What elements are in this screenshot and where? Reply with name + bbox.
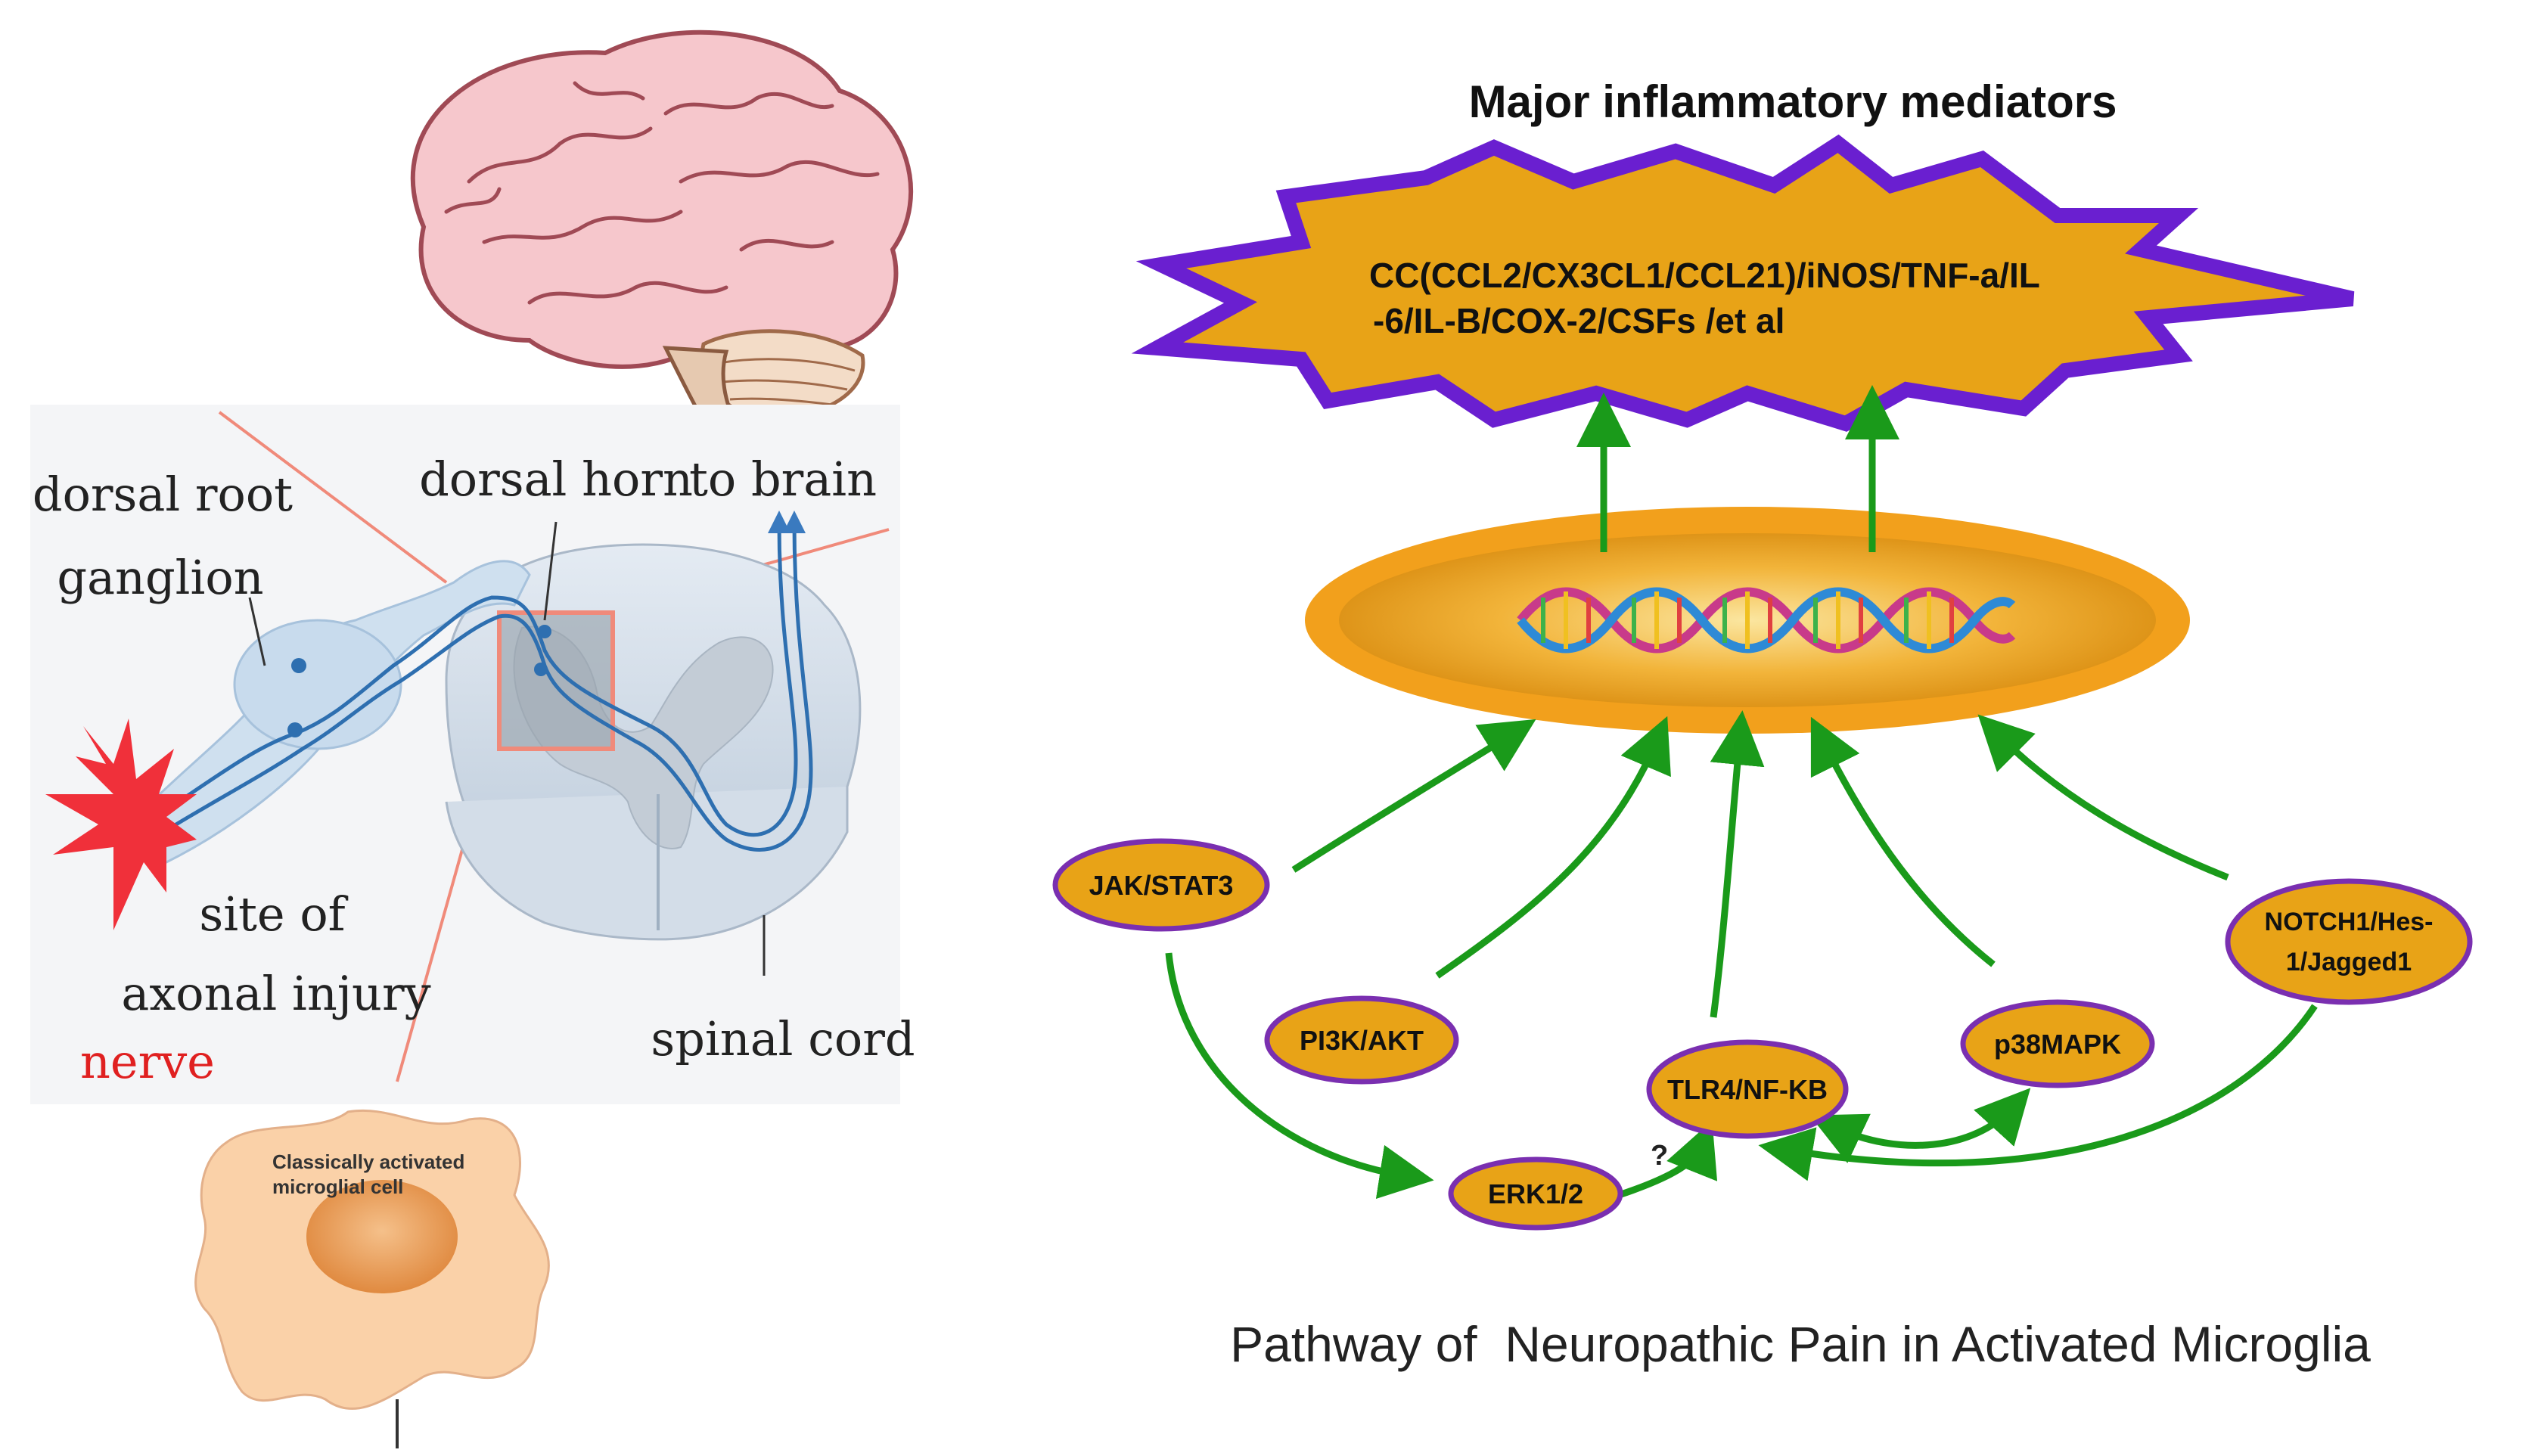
nerve-illustration bbox=[135, 511, 813, 976]
arrow-pi3k-to-nucleus bbox=[1435, 716, 1671, 979]
arrow-erk-to-tlr4 bbox=[1617, 1120, 1718, 1199]
node-notch1: NOTCH1/Hes- 1/Jagged1 bbox=[2225, 878, 2473, 1005]
node-notch1-label-line2: 1/Jagged1 bbox=[2286, 948, 2412, 976]
node-tlr4-nfkb: TLR4/NF-KB bbox=[1646, 1039, 1849, 1139]
label-site-of: site of bbox=[199, 886, 348, 942]
label-nerve: nerve bbox=[80, 1034, 215, 1089]
node-jak-stat3: JAK/STAT3 bbox=[1052, 838, 1270, 932]
node-erk12: ERK1/2 bbox=[1448, 1156, 1623, 1231]
arrow-notch-to-tlr4 bbox=[1758, 1004, 2318, 1181]
microglial-cell-illustration bbox=[194, 1109, 550, 1448]
mediators-title: Major inflammatory mediators bbox=[1469, 76, 2117, 127]
arrow-notch-to-nucleus bbox=[1977, 714, 2229, 881]
left-panel: dorsal root ganglion dorsal horn to brai… bbox=[30, 29, 915, 1448]
node-notch1-label-line1: NOTCH1/Hes- bbox=[2265, 908, 2434, 936]
node-pi3k-akt: PI3K/AKT bbox=[1264, 995, 1459, 1085]
node-erk12-label: ERK1/2 bbox=[1488, 1178, 1583, 1209]
label-ganglion: ganglion bbox=[57, 550, 263, 605]
label-dorsal-root: dorsal root bbox=[33, 467, 293, 522]
arrow-p38-to-nucleus bbox=[1810, 716, 1996, 967]
node-tlr4-nfkb-label: TLR4/NF-KB bbox=[1667, 1074, 1828, 1105]
node-p38mapk: p38MAPK bbox=[1960, 999, 2155, 1088]
right-panel: Major inflammatory mediators CC(CCL2/CX3… bbox=[1052, 76, 2473, 1372]
label-to-brain: to brain bbox=[689, 452, 877, 507]
question-mark: ? bbox=[1651, 1140, 1668, 1172]
label-spinal-cord: spinal cord bbox=[651, 1011, 915, 1066]
spinal-cord-illustration bbox=[445, 543, 862, 941]
arrow-jak-to-erk bbox=[1165, 952, 1434, 1199]
dna-helix-icon bbox=[1517, 587, 2016, 653]
injury-star bbox=[45, 719, 197, 930]
label-microglia-line2: microglial cell bbox=[272, 1175, 403, 1198]
figure-caption: Pathway of Neuropathic Pain in Activated… bbox=[1230, 1316, 2371, 1372]
mediators-starburst bbox=[1131, 134, 2355, 432]
node-pi3k-akt-label: PI3K/AKT bbox=[1300, 1025, 1424, 1056]
arrow-jak-to-nucleus bbox=[1291, 719, 1536, 873]
arrow-tlr4-p38-bidirectional bbox=[1809, 1088, 2031, 1163]
brain-illustration bbox=[410, 29, 914, 437]
node-p38mapk-label: p38MAPK bbox=[1994, 1029, 2121, 1060]
label-axonal-injury: axonal injury bbox=[121, 966, 430, 1021]
label-dorsal-horn: dorsal horn bbox=[419, 452, 693, 507]
label-microglia-line1: Classically activated bbox=[272, 1150, 464, 1173]
mediators-text-line2: -6/IL-B/COX-2/CSFs /et al bbox=[1373, 301, 1784, 340]
node-jak-stat3-label: JAK/STAT3 bbox=[1089, 870, 1234, 901]
arrow-tlr4-to-nucleus bbox=[1710, 710, 1765, 1018]
mediators-text-line1: CC(CCL2/CX3CL1/CCL21)/iNOS/TNF-a/IL bbox=[1369, 256, 2040, 295]
